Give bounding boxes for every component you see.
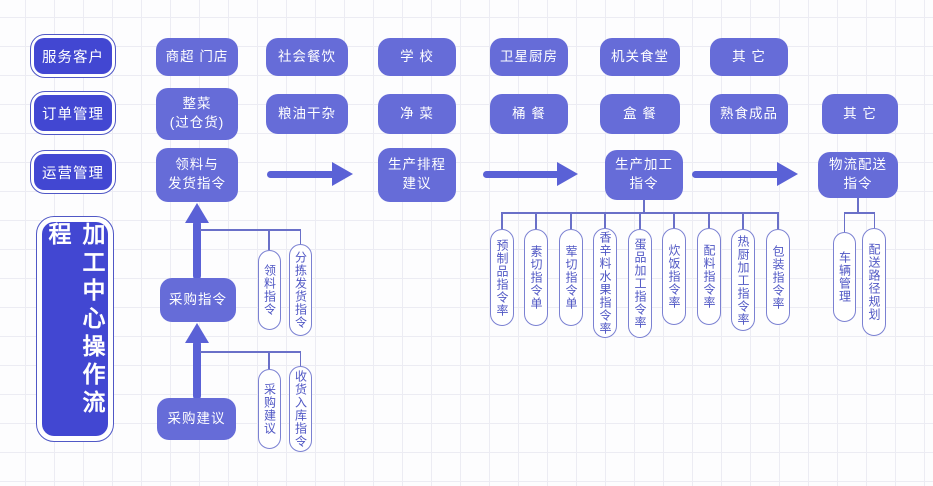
- procurement-detail-node: 领料指令: [258, 250, 281, 330]
- customer-node-satellite-kitchen: 卫星厨房: [490, 38, 568, 76]
- purchase-order-node: 采购指令: [160, 278, 236, 322]
- connector-line: [268, 229, 270, 250]
- connector-line: [200, 229, 301, 231]
- row-label-text: 服务客户: [34, 38, 112, 74]
- arrow-right-icon: [483, 162, 578, 186]
- connector-line: [673, 212, 675, 228]
- connector-line: [843, 212, 846, 232]
- row-label-customers: 服务客户: [30, 34, 116, 78]
- production-detail-node: 预制品指令率: [490, 229, 514, 326]
- connector-line: [200, 351, 301, 353]
- connector-line: [639, 212, 641, 229]
- production-detail-node: 炊饭指令率: [662, 228, 686, 325]
- flow-node-material-dispatch: 领料与 发货指令: [156, 148, 238, 202]
- logistics-detail-node: 车辆管理: [833, 232, 856, 322]
- order-node-box-meal: 盒 餐: [600, 94, 680, 134]
- connector-line: [299, 229, 302, 244]
- arrow-shaft: [483, 170, 560, 178]
- row-label-orders: 订单管理: [30, 91, 116, 135]
- connector-line: [742, 212, 744, 229]
- arrow-head: [557, 162, 578, 186]
- connector-line: [570, 212, 572, 229]
- connector-line: [535, 212, 537, 229]
- order-node-other: 其 它: [822, 94, 898, 134]
- procurement-detail-node: 采购建议: [258, 369, 281, 449]
- row-label-text: 运营管理: [34, 154, 112, 190]
- procurement-detail-node: 收货入库指令: [289, 366, 312, 452]
- order-node-whole-veg: 整菜 (过仓货): [156, 88, 238, 140]
- connector-line: [844, 212, 875, 214]
- row-label-operations: 运营管理: [30, 150, 116, 194]
- arrow-shaft: [193, 340, 201, 400]
- arrow-head: [185, 323, 209, 343]
- order-node-bucket-meal: 桶 餐: [490, 94, 568, 134]
- arrow-head: [332, 162, 353, 186]
- order-node-clean-veg: 净 菜: [378, 94, 456, 134]
- arrow-shaft: [692, 170, 780, 178]
- connector-line: [268, 351, 270, 369]
- production-detail-node: 蛋品加工指令率: [628, 229, 652, 338]
- diagram-title-box: 加工中心操作流程: [36, 216, 114, 442]
- order-node-cooked-food: 熟食成品: [710, 94, 788, 134]
- logistics-detail-node: 配送路径规划: [862, 228, 886, 336]
- row-label-text: 订单管理: [34, 95, 112, 131]
- production-detail-node: 素切指令单: [524, 229, 548, 326]
- connector-line: [604, 212, 606, 228]
- customer-node-school: 学 校: [378, 38, 456, 76]
- connector-line: [777, 212, 779, 229]
- customer-node-canteen: 机关食堂: [600, 38, 680, 76]
- order-node-grain-oil: 粮油干杂: [266, 94, 348, 134]
- connector-line: [501, 212, 503, 229]
- arrow-up-icon: [183, 203, 211, 280]
- flow-node-scheduling: 生产排程 建议: [378, 148, 456, 202]
- purchase-suggestion-node: 采购建议: [157, 398, 236, 440]
- arrow-right-icon: [692, 162, 798, 186]
- flow-node-logistics: 物流配送 指令: [818, 152, 898, 198]
- production-detail-node: 香辛料水果指令率: [593, 228, 617, 338]
- connector-line: [643, 200, 645, 212]
- arrow-head: [777, 162, 798, 186]
- customer-node-social-catering: 社会餐饮: [266, 38, 348, 76]
- production-detail-node: 热厨加工指令率: [731, 229, 755, 331]
- arrow-shaft: [267, 170, 335, 178]
- procurement-detail-node: 分拣发货指令: [289, 244, 312, 336]
- customer-node-other: 其 它: [710, 38, 788, 76]
- connector-line: [857, 198, 859, 212]
- flow-node-production: 生产加工 指令: [605, 150, 683, 200]
- arrow-up-icon: [183, 323, 211, 400]
- production-detail-node: 荤切指令单: [559, 229, 583, 326]
- arrow-shaft: [193, 220, 201, 280]
- diagram-title: 加工中心操作流程: [42, 222, 108, 436]
- connector-line: [299, 351, 302, 366]
- arrow-head: [185, 203, 209, 223]
- connector-line: [873, 212, 876, 228]
- arrow-right-icon: [267, 162, 353, 186]
- customer-node-supermarket: 商超 门店: [156, 38, 238, 76]
- production-detail-node: 包装指令率: [766, 229, 790, 325]
- connector-line: [708, 212, 710, 228]
- production-detail-node: 配料指令率: [697, 228, 721, 325]
